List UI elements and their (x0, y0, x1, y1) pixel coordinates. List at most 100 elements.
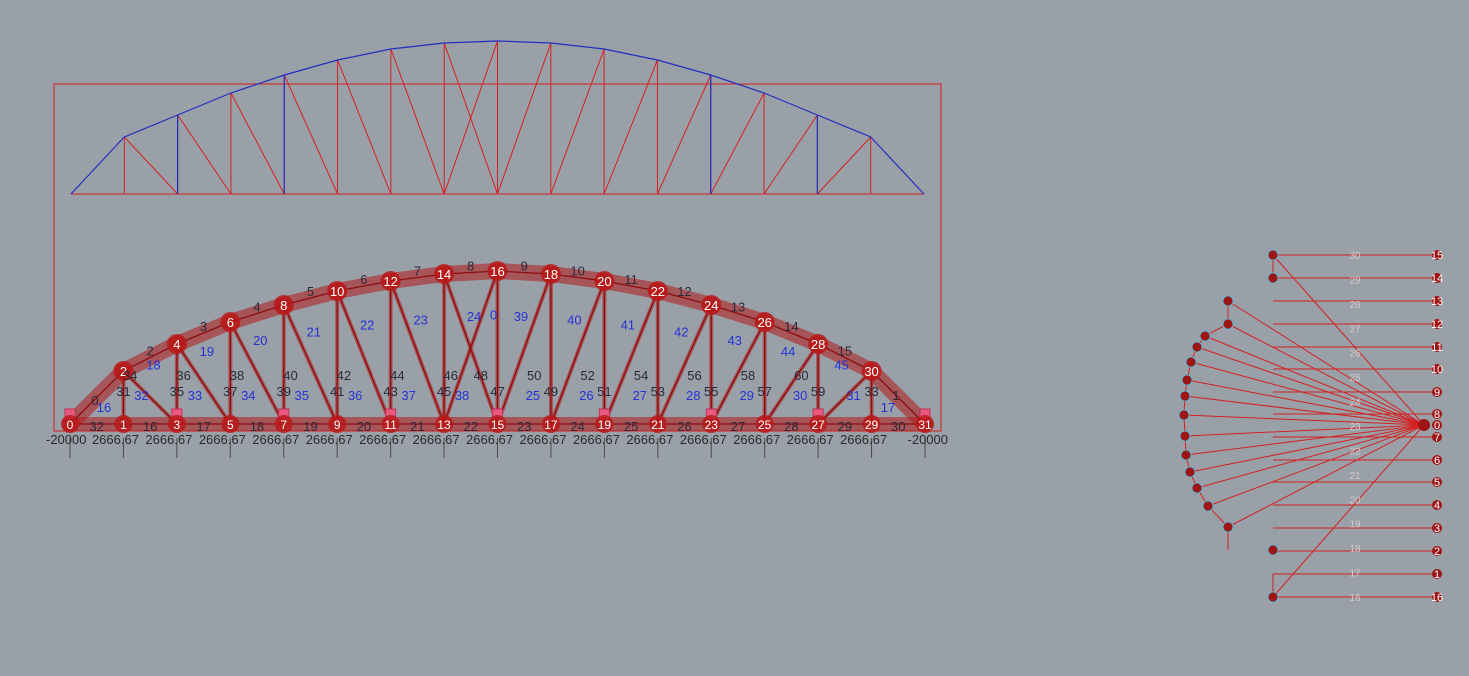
force-left-node (1267, 272, 1279, 284)
force-diagram[interactable]: 1514131211109807654321163029282726252423… (1178, 249, 1443, 604)
diagonal-label: 46 (444, 368, 458, 383)
bottom-node (916, 415, 934, 433)
blue-diagonal-label: 22 (360, 318, 374, 333)
diagonal-member-axis (496, 273, 552, 425)
diagonal-label: 58 (741, 368, 755, 383)
vertical-label: 45 (437, 384, 451, 399)
blue-inner-label: 35 (295, 388, 309, 403)
form-diagonal (710, 92, 765, 195)
blue-end-label: 17 (881, 400, 895, 415)
force-left-node (1184, 466, 1196, 478)
diagonal-member-axis (550, 280, 605, 425)
force-right-label: 0 (1434, 420, 1440, 432)
dimension-label: -20000 (46, 432, 86, 447)
dimension-label: 2666.67 (680, 432, 727, 447)
top-node (273, 295, 294, 315)
vertical-label: 39 (277, 384, 291, 399)
diagonal-label: 54 (634, 368, 648, 383)
blue-diagonal-label: 40 (567, 313, 581, 328)
bottom-chord-label: 28 (784, 419, 798, 434)
dimension-label: 2666.67 (840, 432, 887, 447)
force-right-label: 9 (1434, 387, 1440, 399)
end-member-label: 0 (91, 393, 98, 408)
force-right-label: 10 (1431, 364, 1443, 376)
force-member-label: 21 (1349, 471, 1361, 482)
force-right-label: 2 (1434, 546, 1440, 558)
diagonal-label: 34 (123, 368, 137, 383)
bottom-chord-label: 16 (143, 419, 157, 434)
top-chord-label: 13 (731, 300, 745, 315)
form-diagonal (390, 48, 445, 195)
top-chord-label: 11 (624, 272, 638, 287)
bottom-node (114, 415, 133, 433)
form-diagonal (603, 59, 658, 195)
top-node (434, 264, 455, 284)
force-right-label: 16 (1431, 592, 1443, 604)
blue-inner-label: 33 (188, 388, 202, 403)
force-ray (1185, 424, 1425, 456)
blue-inner-label: 31 (846, 388, 860, 403)
form-diagonal (656, 74, 712, 195)
bottom-node-label: 5 (227, 418, 234, 432)
force-left-node (1180, 449, 1192, 461)
blue-diagonal-label: 44 (781, 344, 795, 359)
diagonal-label: 36 (176, 368, 190, 383)
blue-inner-label: 30 (793, 388, 807, 403)
form-diagonal (443, 40, 498, 195)
bottom-node-label: 3 (174, 418, 181, 432)
bottom-node-label: 25 (758, 418, 772, 432)
dimension-label: 2666.67 (145, 432, 192, 447)
force-member-label: 26 (1349, 349, 1361, 360)
force-right-node (1432, 250, 1442, 260)
end-member-label: 1 (892, 388, 899, 403)
force-left-node (1199, 330, 1211, 342)
form-diagonal (497, 42, 552, 195)
top-node (220, 312, 241, 332)
form-diagram (70, 40, 925, 195)
diagonal-member-axis (764, 343, 819, 425)
bottom-chord-label: 24 (570, 419, 584, 434)
bottom-node-label: 0 (67, 418, 74, 432)
top-node-label: 26 (757, 315, 771, 330)
force-member-label: 22 (1349, 446, 1361, 457)
vertical-label: 41 (330, 384, 344, 399)
top-chord-label: 2 (147, 344, 154, 359)
blue-diagonal-label: 19 (200, 344, 214, 359)
force-right-label: 8 (1434, 409, 1440, 421)
top-chord-label: 9 (521, 259, 528, 274)
top-chord-label: 15 (838, 344, 852, 359)
blue-inner-label: 29 (739, 388, 753, 403)
top-node-label: 18 (544, 267, 558, 282)
diagonal-member-axis (817, 370, 873, 425)
bottom-chord-label: 30 (891, 419, 905, 434)
blue-diagonal-label: 21 (307, 325, 321, 340)
vertical-label: 31 (116, 384, 130, 399)
diagonal-label: 60 (794, 368, 808, 383)
bottom-node-label: 17 (544, 418, 558, 432)
form-diagonal (763, 114, 818, 195)
top-node-label: 14 (437, 267, 451, 282)
force-left-node (1179, 390, 1191, 402)
top-node-label: 10 (330, 284, 344, 299)
dimension-label: 2666.67 (359, 432, 406, 447)
blue-end-label: 16 (97, 400, 111, 415)
vertical-label: 47 (490, 384, 504, 399)
bottom-chord-label: 27 (731, 419, 745, 434)
force-member-label: 16 (1349, 593, 1361, 604)
force-left-node (1267, 591, 1279, 603)
blue-diagonal-label: 0 (490, 308, 497, 323)
blue-diagonal-label: 42 (674, 325, 688, 340)
force-right-label: 6 (1434, 455, 1440, 467)
force-left-node (1202, 500, 1214, 512)
diagonal-label: 52 (580, 368, 594, 383)
force-ray (1186, 379, 1425, 426)
dimension-label: 2666.67 (519, 432, 566, 447)
blue-inner-label: 28 (686, 388, 700, 403)
top-node (808, 334, 829, 354)
top-node (647, 281, 668, 301)
force-ray (1272, 254, 1425, 426)
bottom-node (381, 415, 400, 433)
